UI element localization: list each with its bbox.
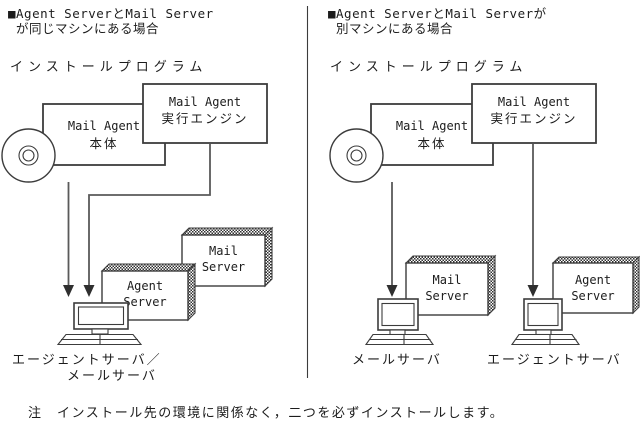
right-heading-line2: 別マシンにある場合 <box>336 21 453 36</box>
left-mail-server-line2: Server <box>202 260 245 274</box>
right-installer-main-line2: 本体 <box>417 136 446 151</box>
right-agent-machine-label: エージェントサーバ <box>487 353 622 368</box>
arrow-head-icon <box>386 285 398 297</box>
right-program-label: インストールプログラム <box>330 60 527 75</box>
cdrom-icon <box>329 128 384 183</box>
right-heading-line1: ■Agent ServerとMail Serverが <box>328 6 547 21</box>
right-mail-machine-label: メールサーバ <box>352 353 442 368</box>
computer-icon <box>56 302 143 346</box>
shadow-band-right <box>264 226 273 288</box>
left-install-arrow-engine <box>83 144 211 297</box>
left-installer-engine-line2: 実行エンジン <box>161 111 248 126</box>
shadow-band-top <box>404 255 497 264</box>
right-install-arrow-main <box>386 182 398 297</box>
left-heading-line1: ■Agent ServerとMail Server <box>8 6 214 21</box>
left-machine-label-line1: エージェントサーバ／ <box>12 353 162 368</box>
right-install-arrow-engine <box>527 144 539 297</box>
right-agent-server-box: Agent Server <box>551 255 640 315</box>
right-agent-server-line1: Agent <box>575 273 611 287</box>
computer-icon <box>510 298 581 346</box>
left-installer-engine-box: Mail Agent 実行エンジン <box>142 83 268 144</box>
shadow-band-top <box>180 227 274 236</box>
left-installer-main-line1: Mail Agent <box>68 119 140 133</box>
footer-note: 注 インストール先の環境に関係なく，二つを必ずインストールします。 <box>28 406 504 421</box>
left-program-label: インストールプログラム <box>10 60 207 75</box>
right-mail-server-line1: Mail <box>433 273 462 287</box>
shadow-band-top <box>100 263 197 272</box>
right-installer-engine-line1: Mail Agent <box>498 95 570 109</box>
shadow-band-right <box>487 254 496 317</box>
left-installer-main-line2: 本体 <box>89 136 118 151</box>
right-installer-main-line1: Mail Agent <box>396 119 468 133</box>
shadow-band-top <box>551 256 640 264</box>
right-mail-server-line2: Server <box>425 289 468 303</box>
left-panel: ■Agent ServerとMail Server が同じマシンにある場合 イン… <box>1 6 274 384</box>
right-agent-server-line2: Server <box>571 289 614 303</box>
right-panel: ■Agent ServerとMail Serverが 別マシンにある場合 インス… <box>328 6 640 368</box>
right-installer-engine-box: Mail Agent 実行エンジン <box>471 83 597 144</box>
shadow-band-right <box>632 255 640 315</box>
right-mail-server-box: Mail Server <box>404 254 497 317</box>
left-mail-server-box: Mail Server <box>180 226 274 288</box>
left-machine-label-line2: メールサーバ <box>67 369 157 384</box>
shadow-band-right <box>187 262 196 322</box>
arrow-head-icon <box>527 285 539 297</box>
right-installer-engine-rect <box>471 83 597 144</box>
left-mail-server-line1: Mail <box>209 244 238 258</box>
computer-icon <box>364 298 435 346</box>
left-heading-line2: が同じマシンにある場合 <box>16 21 159 36</box>
arrow-head-icon <box>63 285 74 297</box>
left-installer-engine-line1: Mail Agent <box>169 95 241 109</box>
left-agent-server-line1: Agent <box>127 279 163 293</box>
arrow-head-icon <box>83 285 95 297</box>
cdrom-icon <box>1 128 56 183</box>
left-agent-server-line2: Server <box>123 295 166 309</box>
right-installer-engine-line2: 実行エンジン <box>490 111 577 126</box>
left-install-arrow-main <box>63 182 74 297</box>
left-installer-engine-rect <box>142 83 268 144</box>
